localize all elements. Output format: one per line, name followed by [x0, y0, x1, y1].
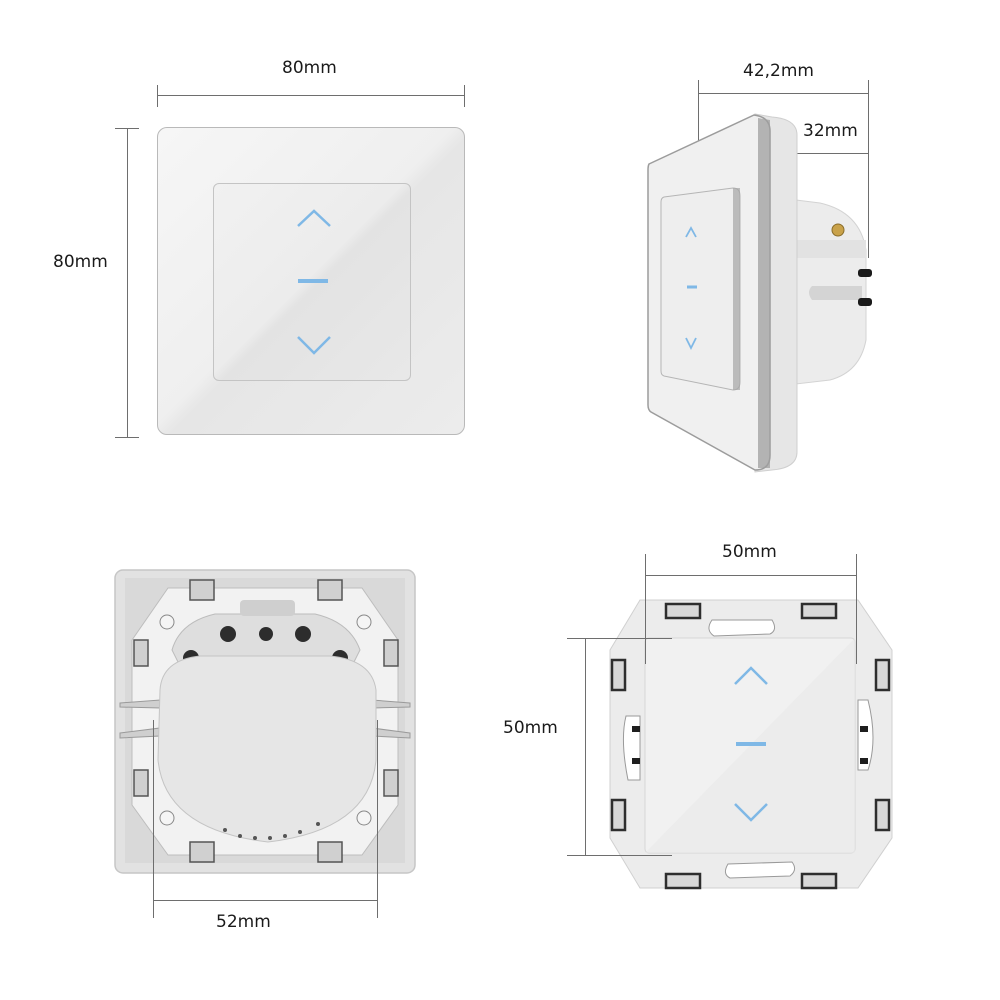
- back-screw-bottom-left: [159, 810, 175, 826]
- back-terminal-3: [259, 627, 273, 641]
- side-up-chevron-icon: [685, 226, 697, 238]
- module-clip-left-lower: [610, 798, 627, 832]
- side-box-depth-line: [797, 153, 869, 154]
- module-width-label: 50mm: [722, 542, 777, 562]
- back-module-cover: [157, 655, 377, 843]
- side-terminal-pin-1: [858, 269, 872, 277]
- back-terminal-2: [220, 626, 236, 642]
- back-clip-left-upper: [133, 639, 149, 667]
- front-width-tick-left: [157, 85, 158, 107]
- side-terminal-pin-2: [858, 298, 872, 306]
- front-height-label: 80mm: [53, 252, 108, 272]
- back-clip-bottom-right: [317, 841, 343, 863]
- back-width-label: 52mm: [216, 912, 271, 932]
- module-height-tick-bottom: [567, 855, 672, 856]
- module-slot-top: [708, 619, 776, 637]
- module-width-tick-left: [645, 554, 646, 664]
- front-width-dimension-line: [157, 95, 465, 96]
- front-width-label: 80mm: [282, 58, 337, 78]
- side-total-depth-line: [698, 93, 869, 94]
- module-clip-left-upper: [610, 658, 627, 692]
- module-height-dimension-line: [585, 638, 586, 856]
- back-width-dimension-line: [153, 900, 378, 901]
- side-total-depth-tick-left: [698, 80, 699, 190]
- back-screw-bottom-right: [356, 810, 372, 826]
- side-total-depth-label: 42,2mm: [743, 61, 814, 81]
- back-screw-top-left: [159, 614, 175, 630]
- side-brass-screw: [831, 223, 845, 237]
- back-clip-top-right: [317, 579, 343, 601]
- module-clip-top-left: [664, 602, 702, 620]
- module-height-label: 50mm: [503, 718, 558, 738]
- back-clip-right-upper: [383, 639, 399, 667]
- module-clip-bottom-left: [664, 872, 702, 890]
- module-width-dimension-line: [645, 575, 857, 576]
- back-clip-bottom-left: [189, 841, 215, 863]
- back-width-tick-left: [153, 720, 154, 918]
- side-box-depth-label: 32mm: [803, 121, 858, 141]
- module-height-tick-top: [567, 638, 672, 639]
- back-screw-top-right: [356, 614, 372, 630]
- side-total-depth-tick-right: [868, 80, 869, 258]
- module-width-tick-right: [856, 554, 857, 664]
- module-slot-left: [622, 715, 641, 781]
- back-clip-top-left: [189, 579, 215, 601]
- back-terminal-4: [295, 626, 311, 642]
- front-up-chevron-icon: [297, 209, 331, 227]
- module-clip-right-upper: [874, 658, 891, 692]
- module-clip-bottom-right: [800, 872, 838, 890]
- module-slot-bottom: [724, 861, 796, 879]
- front-down-chevron-icon: [297, 336, 331, 355]
- module-slot-right: [857, 699, 874, 771]
- module-down-chevron-icon: [734, 803, 768, 822]
- front-width-tick-right: [464, 85, 465, 107]
- front-height-dimension-line: [127, 128, 128, 438]
- side-down-chevron-icon: [685, 337, 697, 351]
- back-clip-right-lower: [383, 769, 399, 797]
- module-clip-top-right: [800, 602, 838, 620]
- module-clip-right-lower: [874, 798, 891, 832]
- module-up-chevron-icon: [734, 666, 768, 685]
- back-width-tick-right: [377, 720, 378, 918]
- back-clip-left-lower: [133, 769, 149, 797]
